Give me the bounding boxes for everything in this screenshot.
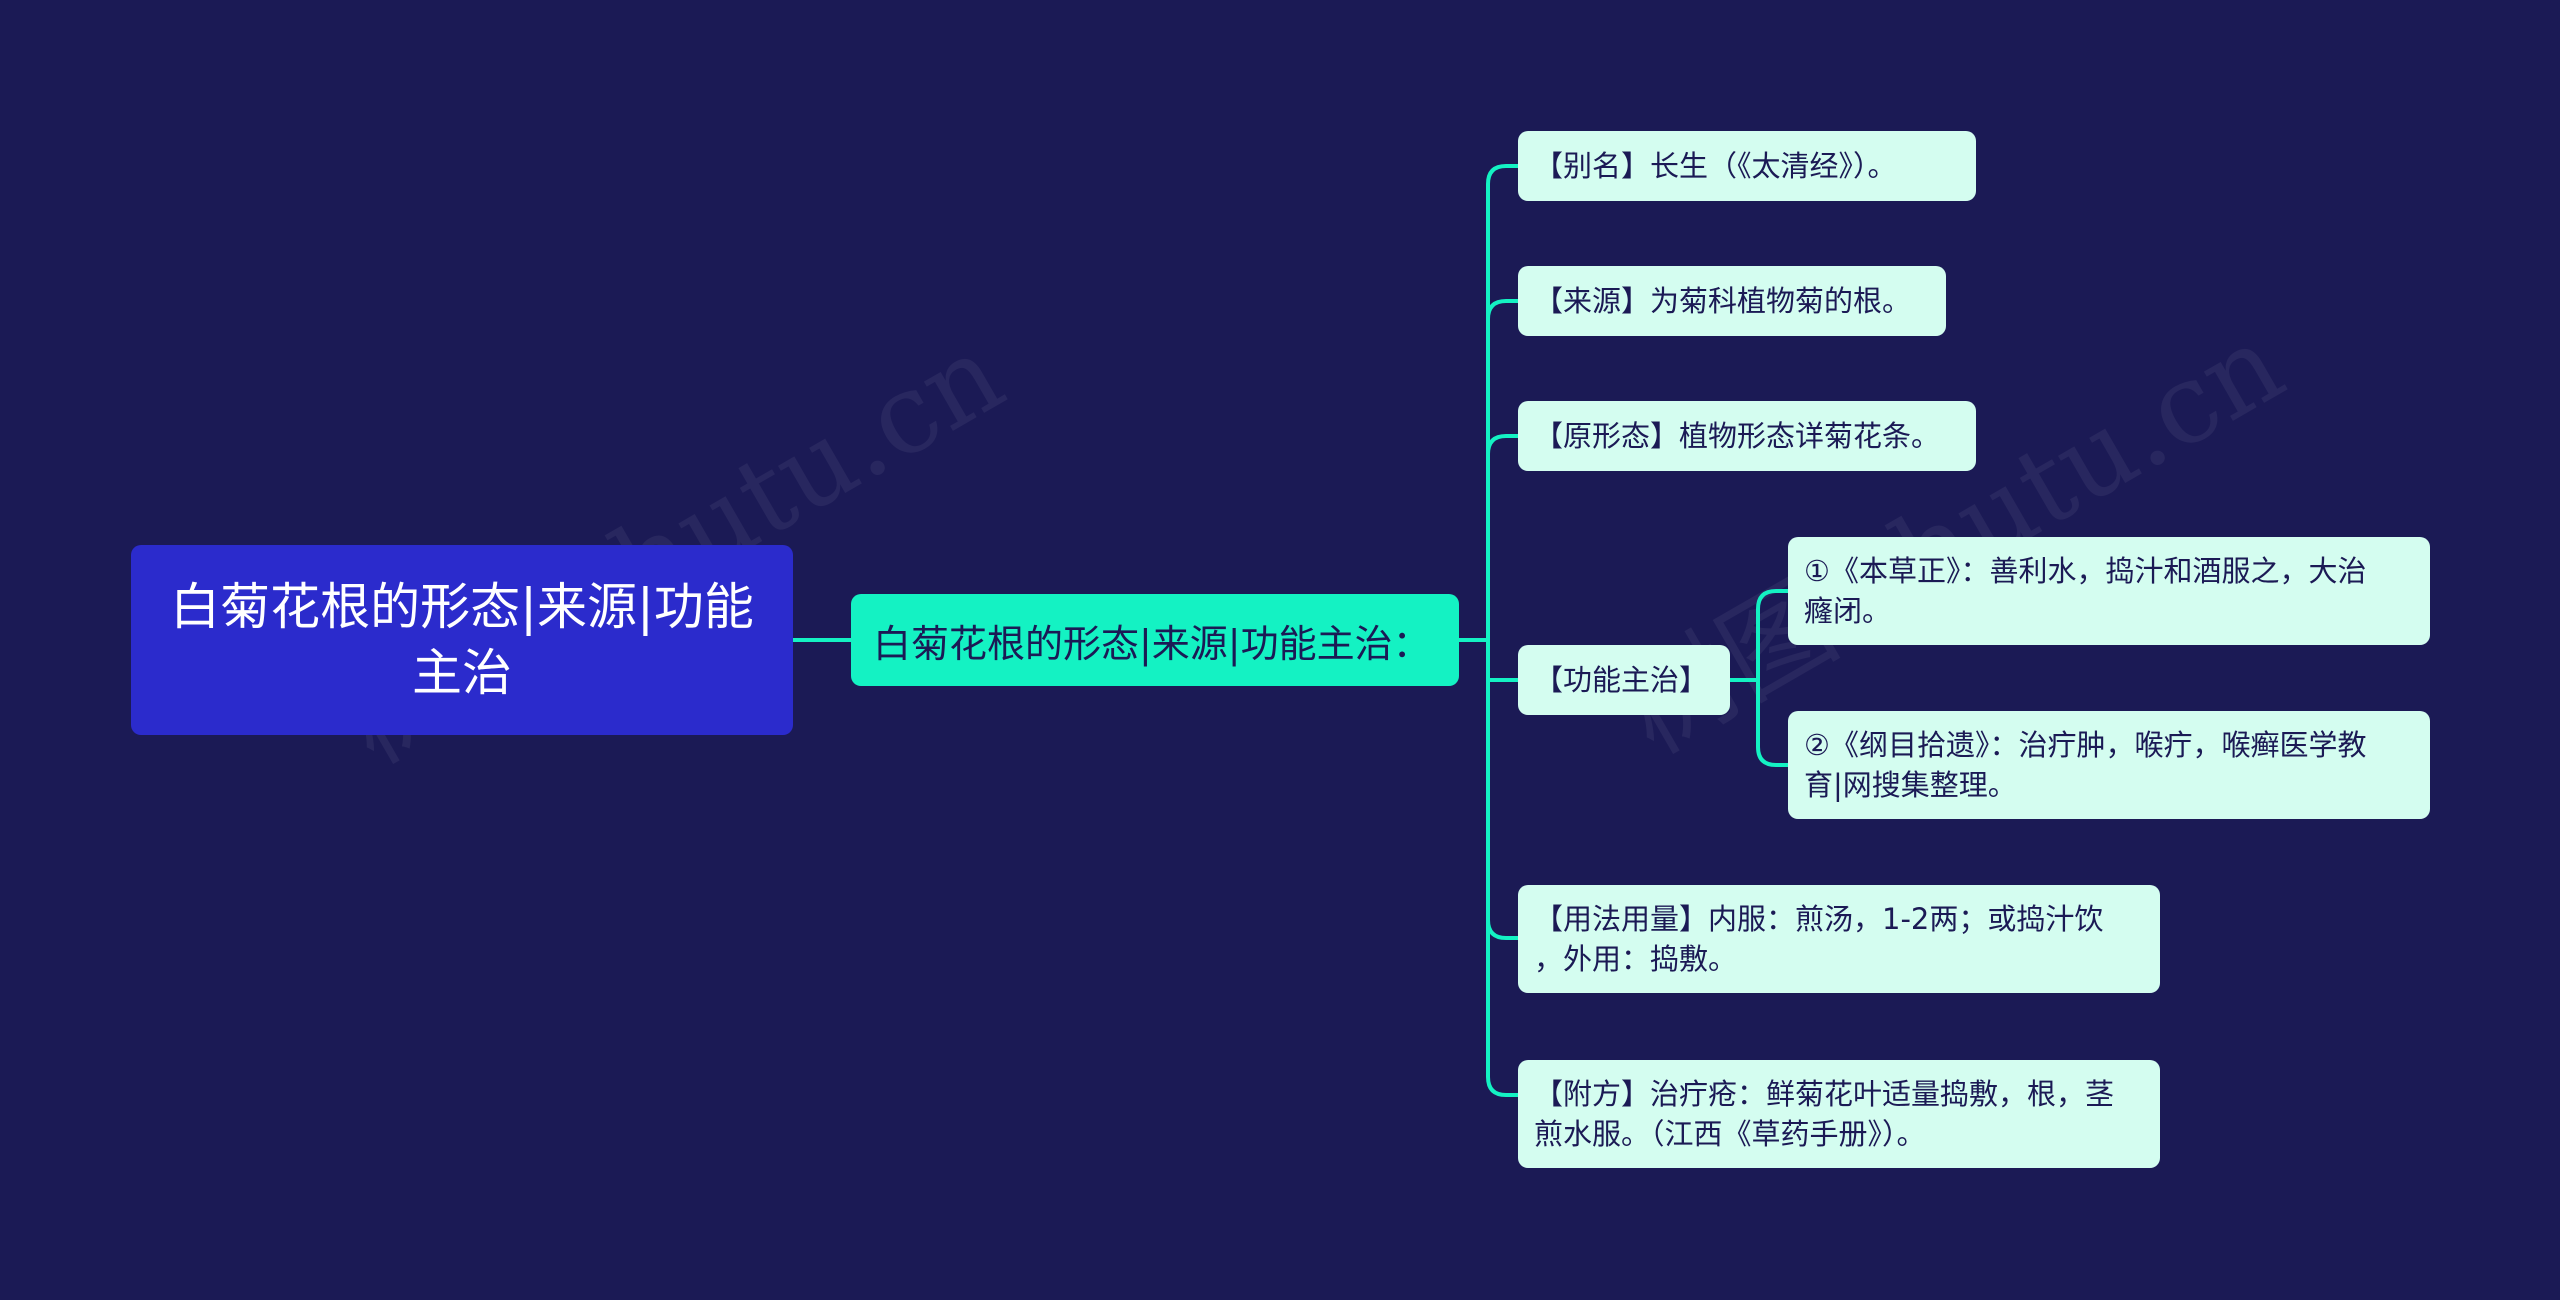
subtopic-source[interactable]: 【来源】为菊科植物菊的根。: [1518, 266, 1946, 336]
main-topic-node[interactable]: 白菊花根的形态|来源|功能主治：: [851, 594, 1459, 686]
subtopic-text-line: 煎水服。（江西《草药手册》）。: [1534, 1117, 1926, 1151]
subtopic-recipe[interactable]: 【附方】治疔疮：鲜菊花叶适量捣敷，根，茎 煎水服。（江西《草药手册》）。: [1518, 1060, 2160, 1168]
subtopic-text: 【别名】长生（《太清经》）。: [1534, 149, 1897, 183]
subtopic-usage[interactable]: 【用法用量】内服：煎汤，1-2两；或捣汁饮 ，外用：捣敷。: [1518, 885, 2160, 993]
subtopic-text-line: ，外用：捣敷。: [1534, 942, 1738, 976]
detail-text-line: 育|网搜集整理。: [1804, 768, 2017, 802]
connector-main-alias: [1486, 164, 1520, 1097]
function-detail-2[interactable]: ②《纲目拾遗》：治疔肿，喉疔，喉癣医学教 育|网搜集整理。: [1788, 711, 2430, 819]
function-detail-1[interactable]: ①《本草正》：善利水，捣汁和酒服之，大治 癃闭。: [1788, 537, 2430, 645]
detail-text-line: ②《纲目拾遗》：治疔肿，喉疔，喉癣医学教: [1804, 728, 2367, 762]
detail-text-line: 癃闭。: [1804, 594, 1892, 628]
subtopic-alias[interactable]: 【别名】长生（《太清经》）。: [1518, 131, 1976, 201]
subtopic-function[interactable]: 【功能主治】: [1518, 645, 1730, 715]
root-label: 白菊花根的形态|来源|功能主治: [170, 578, 754, 702]
connector-function-1: [1756, 589, 1790, 767]
subtopic-text: 【原形态】植物形态详菊花条。: [1534, 419, 1941, 453]
root-node[interactable]: 白菊花根的形态|来源|功能主治: [131, 545, 793, 735]
subtopic-text-line: 【附方】治疔疮：鲜菊花叶适量捣敷，根，茎: [1534, 1077, 2115, 1111]
subtopic-form[interactable]: 【原形态】植物形态详菊花条。: [1518, 401, 1976, 471]
connector-main-usage: [1486, 918, 1520, 940]
detail-text-line: ①《本草正》：善利水，捣汁和酒服之，大治: [1804, 554, 2367, 588]
connector-main-source: [1486, 299, 1520, 321]
main-topic-label: 白菊花根的形态|来源|功能主治：: [873, 621, 1431, 666]
subtopic-text: 【来源】为菊科植物菊的根。: [1534, 284, 1912, 318]
connector-main-form: [1486, 434, 1520, 456]
subtopic-text-line: 【用法用量】内服：煎汤，1-2两；或捣汁饮: [1534, 902, 2104, 936]
subtopic-text: 【功能主治】: [1534, 663, 1709, 697]
